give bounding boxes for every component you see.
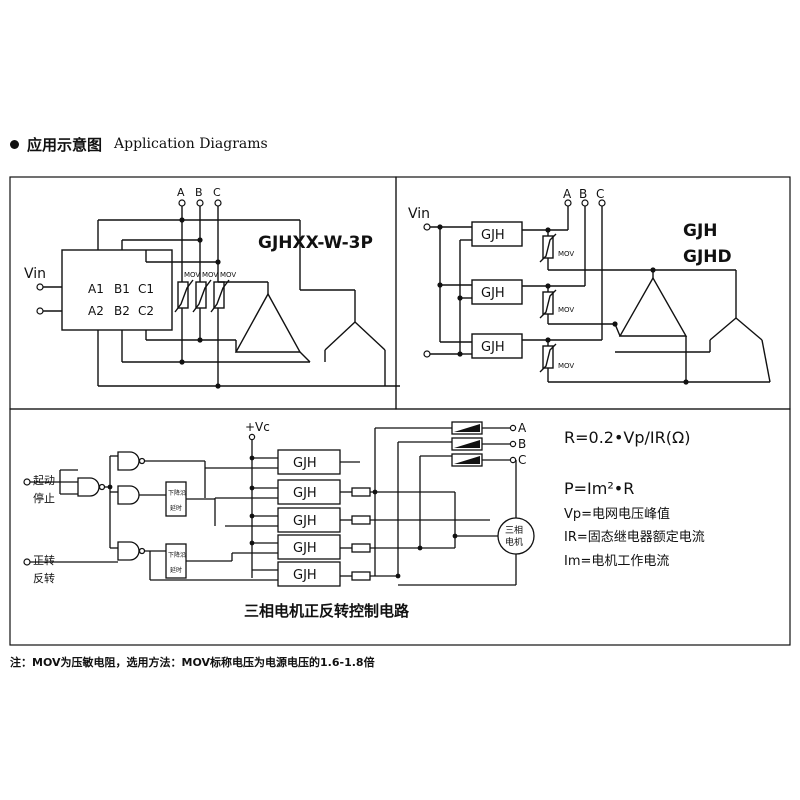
ssr-3: [471, 333, 523, 359]
mov-1: [177, 281, 189, 309]
p1-term-b2: B2: [114, 304, 130, 318]
formula-r: R=0.2•Vp/IR(Ω): [564, 428, 690, 447]
p3-phase-a: A: [518, 421, 527, 435]
header-title-cn: 应用示意图: [27, 135, 103, 154]
ssr-2: [471, 279, 523, 305]
p3-input-stop: 停止: [33, 491, 55, 505]
p3-ssr-4: [277, 534, 341, 560]
p2-model-line1: GJH: [683, 221, 718, 241]
formula-ir: IR=固态继电器额定电流: [564, 530, 705, 545]
p1-phase-a: A: [177, 186, 185, 199]
p2-phase-c: C: [596, 187, 604, 201]
p3-input-forward: 正转: [33, 553, 55, 567]
p1-term-a1: A1: [88, 282, 104, 296]
relay-block: [61, 249, 173, 331]
section-header: 应用示意图 Application Diagrams: [10, 132, 268, 156]
p1-mov-1: MOV: [184, 271, 200, 279]
bullet-icon: [10, 139, 19, 149]
panel-3-labels: +Vc 起动 停止 正转 反转 下降沿 延时 下降沿 延时 GJH GJH GJ…: [33, 420, 527, 620]
p1-vin-label: Vin: [24, 266, 46, 282]
p3-phase-b: B: [518, 437, 526, 451]
panel-2-labels: Vin A B C GJH GJHD GJH GJH GJH MOV MOV M…: [408, 187, 732, 370]
p3-motor: [497, 517, 535, 555]
p3-delay-1-top: 下降沿: [168, 489, 186, 497]
p2-ssr-2: GJH: [481, 286, 505, 301]
p3-ssr-label-4: GJH: [293, 541, 317, 556]
p1-model-label: GJHXX-W-3P: [258, 233, 373, 253]
p2-mov-3: MOV: [558, 362, 574, 370]
panel-2-circuit: [430, 205, 771, 383]
p1-term-a2: A2: [88, 304, 104, 318]
p1-mov-3: MOV: [220, 271, 236, 279]
p1-mov-2: MOV: [202, 271, 218, 279]
panel-2-terminals: [423, 199, 606, 358]
panel-frames: [9, 176, 791, 646]
footnote: 注：MOV为压敏电阻，选用方法：MOV标称电压为电源电压的1.6-1.8倍: [10, 656, 375, 669]
p3-input-start: 起动: [33, 474, 55, 487]
p1-phase-c: C: [213, 186, 221, 199]
panel-3-terminals: [23, 424, 517, 566]
panel-1-terminals: [36, 199, 222, 315]
p1-term-c2: C2: [138, 304, 154, 318]
p2-ssr-3: GJH: [481, 340, 505, 355]
panel-1-junctions: [179, 217, 221, 389]
p2-phase-a: A: [563, 187, 572, 201]
p3-title: 三相电机正反转控制电路: [244, 602, 410, 620]
panel-2-junctions: [437, 224, 689, 385]
p1-phase-b: B: [195, 186, 203, 199]
p1-term-c1: C1: [138, 282, 154, 296]
p3-ssr-5: [277, 561, 341, 587]
p1-term-b1: B1: [114, 282, 130, 296]
formula-vp: Vp=电网电压峰值: [564, 506, 670, 522]
p3-ssr-label-1: GJH: [293, 456, 317, 471]
p3-vc-label: +Vc: [245, 420, 270, 434]
formula-im: Im=电机工作电流: [564, 554, 669, 569]
panel-1-labels: A B C GJHXX-W-3P Vin A1 B1 C1 A2 B2 C2 M…: [24, 186, 373, 318]
panel-3-frame: [9, 408, 791, 646]
panel-3-circuit: [30, 421, 535, 587]
formula-p: P=Im²•R: [564, 479, 634, 498]
p2-vin-label: Vin: [408, 206, 430, 222]
p2-phase-b: B: [579, 187, 587, 201]
p3-input-reverse: 反转: [33, 571, 55, 585]
p3-phase-c: C: [518, 453, 526, 467]
p2-mov-2: MOV: [558, 306, 574, 314]
ssr-1: [471, 221, 523, 247]
panel-1-circuit: [42, 205, 400, 387]
formulas: R=0.2•Vp/IR(Ω) P=Im²•R Vp=电网电压峰值 IR=固态继电…: [564, 428, 705, 569]
p3-delay-1-side: 延时: [170, 504, 182, 512]
p3-motor-line2: 电机: [505, 536, 523, 548]
p3-delay-2-side: 延时: [170, 566, 182, 574]
p2-ssr-1: GJH: [481, 228, 505, 243]
p3-motor-line1: 三相: [505, 524, 523, 536]
p2-mov-1: MOV: [558, 250, 574, 258]
header-title-en: Application Diagrams: [114, 136, 268, 152]
mov-2: [195, 281, 207, 309]
p3-delay-2-top: 下降沿: [168, 551, 186, 559]
p3-ssr-label-3: GJH: [293, 514, 317, 529]
p3-ssr-label-5: GJH: [293, 568, 317, 583]
panel-3-fills: [107, 424, 480, 579]
p2-model-line2: GJHD: [683, 247, 732, 267]
p3-ssr-label-2: GJH: [293, 486, 317, 501]
panel-2-frame: [395, 176, 791, 410]
mov-3: [213, 281, 225, 309]
